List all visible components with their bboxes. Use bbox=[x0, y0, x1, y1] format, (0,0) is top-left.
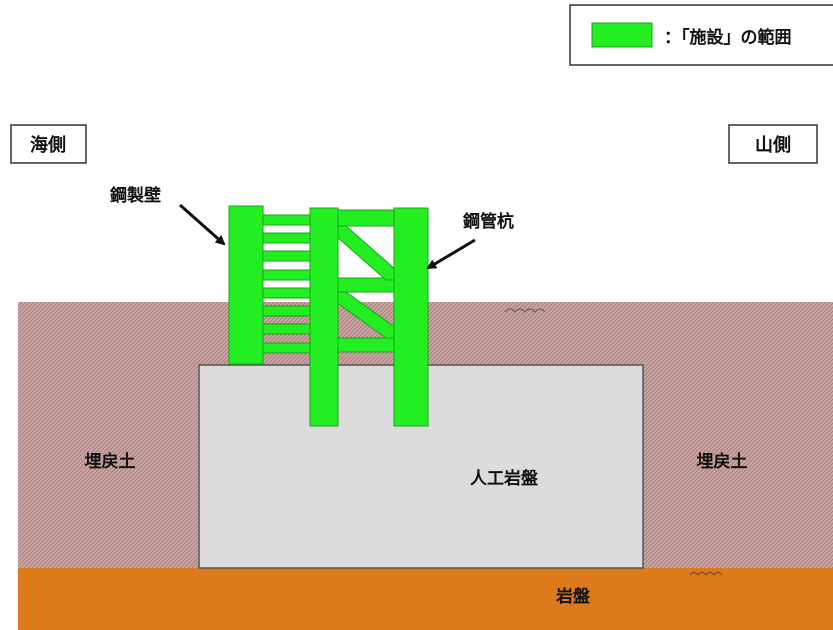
steel-wall bbox=[228, 205, 264, 365]
steel-pipe-pile-right bbox=[393, 207, 429, 427]
wall-beam bbox=[259, 250, 313, 262]
facility-structure bbox=[228, 205, 429, 427]
steel-pipe-pile-middle bbox=[309, 207, 339, 427]
steel-pipe-pile-arrow bbox=[426, 238, 476, 270]
wall-beam bbox=[259, 232, 313, 244]
legend: ：「施設」の範囲 bbox=[569, 4, 833, 66]
wall-beam bbox=[259, 342, 313, 354]
sea-side-box bbox=[10, 124, 87, 164]
steel-pipe-pile-callout: 鋼管杭 bbox=[426, 211, 514, 270]
bedrock-label: 岩盤 bbox=[555, 586, 591, 607]
sea-side-label: 海側 bbox=[10, 124, 87, 164]
pile-beam bbox=[335, 209, 397, 227]
sea-side-text: 海側 bbox=[30, 134, 66, 156]
mountain-side-text: 山側 bbox=[755, 134, 791, 156]
pile-brace bbox=[335, 225, 397, 281]
bedrock-surface-mark bbox=[689, 571, 723, 576]
legend-swatch bbox=[591, 22, 653, 48]
artificial-bedrock-label: 人工岩盤 bbox=[470, 468, 539, 489]
steel-wall-arrow bbox=[179, 203, 226, 246]
backfill-left-label: 埋戻土 bbox=[85, 451, 136, 472]
wall-beam bbox=[259, 269, 313, 281]
wall-beam bbox=[259, 305, 313, 317]
steel-pipe-pile-label: 鋼管杭 bbox=[462, 211, 514, 232]
wall-beam bbox=[259, 323, 313, 335]
mountain-side-box bbox=[728, 124, 818, 164]
mountain-side-label: 山側 bbox=[728, 124, 818, 164]
steel-wall-callout: 鋼製壁 bbox=[109, 185, 226, 246]
legend-label: ：「施設」の範囲 bbox=[664, 27, 792, 48]
steel-wall-label: 鋼製壁 bbox=[109, 185, 161, 206]
wall-beam bbox=[259, 214, 313, 226]
backfill-right-label: 埋戻土 bbox=[697, 451, 748, 472]
bedrock-layer bbox=[18, 568, 833, 630]
wall-beam bbox=[259, 287, 313, 299]
ground-surface-mark bbox=[504, 308, 546, 313]
pile-beam bbox=[335, 337, 397, 353]
